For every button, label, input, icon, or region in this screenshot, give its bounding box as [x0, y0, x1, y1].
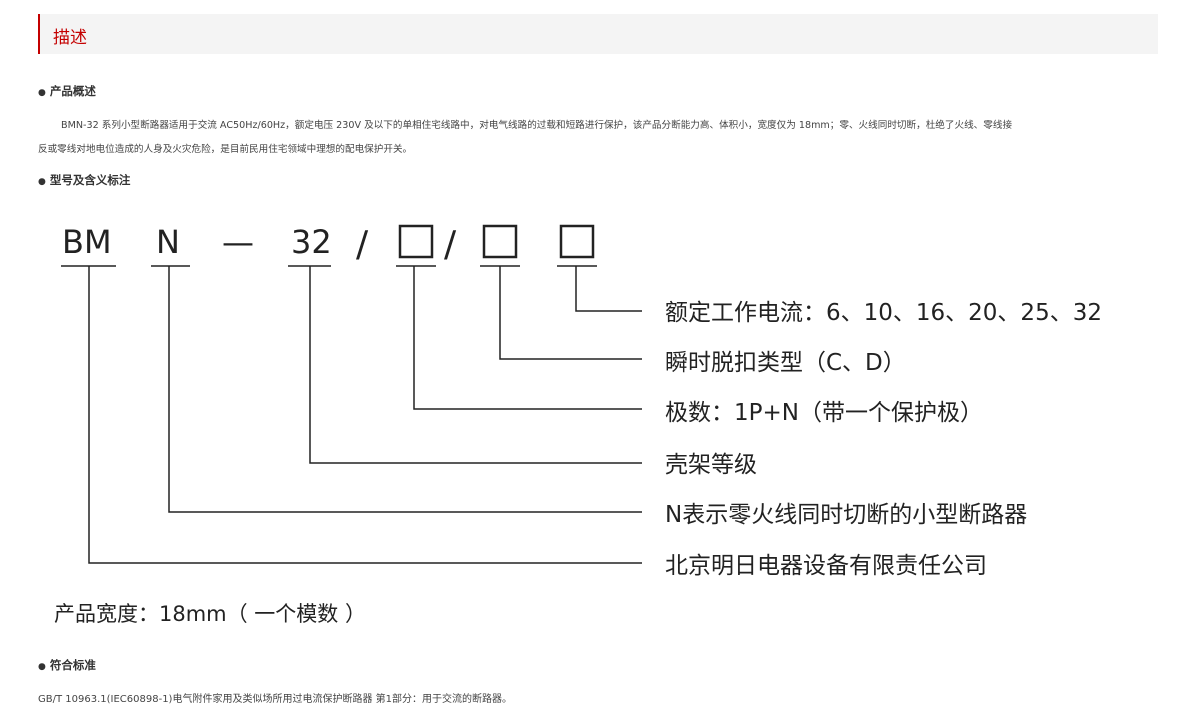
description-title: 描述 — [53, 28, 87, 48]
trip-box — [482, 224, 518, 259]
model-title: 型号及含义标注 — [49, 173, 131, 187]
current-leader-line — [575, 266, 642, 312]
overview-paragraph-line1: BMN-32 系列小型断路器适用于交流 AC50Hz/60Hz，额定电压 230… — [61, 120, 1013, 131]
bullet-icon: ● — [38, 88, 46, 98]
frame-leader-line — [309, 266, 642, 464]
model-designation-diagram: BM N — 32 / / 额定工作电流：6、10、16、20、25、32 瞬时… — [54, 223, 1102, 626]
model-heading: ●型号及含义标注 — [38, 172, 130, 188]
model-bm-text: BM — [62, 223, 112, 261]
n-leader-line — [168, 266, 642, 513]
overview-paragraph-line2: 反或零线对地电位造成的人身及火灾危险，是目前民用住宅领域中理想的配电保护开关。 — [38, 144, 413, 155]
overview-heading: ●产品概述 — [38, 83, 96, 99]
model-dash-text: — — [222, 223, 254, 261]
poles-box — [398, 224, 434, 259]
current-label: 额定工作电流：6、10、16、20、25、32 — [665, 300, 1102, 326]
company-label: 北京明日电器设备有限责任公司 — [665, 553, 987, 579]
model-32-text: 32 — [291, 223, 332, 261]
standard-heading: ●符合标准 — [38, 657, 96, 673]
model-slash2-text: / — [444, 224, 457, 265]
company-leader-line — [88, 266, 642, 564]
standard-text: GB/T 10963.1(IEC60898-1)电气附件家用及类似场所用过电流保… — [38, 694, 512, 705]
overview-title: 产品概述 — [49, 84, 96, 98]
trip-type-label: 瞬时脱扣类型（C、D） — [665, 350, 906, 376]
current-box — [559, 224, 595, 259]
description-header: 描述 — [38, 14, 1158, 54]
product-width-note: 产品宽度：18mm（ 一个模数 ） — [54, 602, 366, 626]
poles-leader-line — [413, 266, 642, 410]
trip-leader-line — [499, 266, 642, 360]
model-n-text: N — [156, 223, 180, 261]
model-slash1-text: / — [356, 224, 369, 265]
frame-label: 壳架等级 — [665, 452, 757, 478]
poles-label: 极数：1P+N（带一个保护极） — [665, 400, 983, 426]
bullet-icon: ● — [38, 177, 46, 187]
n-meaning-label: N表示零火线同时切断的小型断路器 — [665, 502, 1027, 528]
standard-title: 符合标准 — [49, 658, 96, 672]
bullet-icon: ● — [38, 662, 46, 672]
